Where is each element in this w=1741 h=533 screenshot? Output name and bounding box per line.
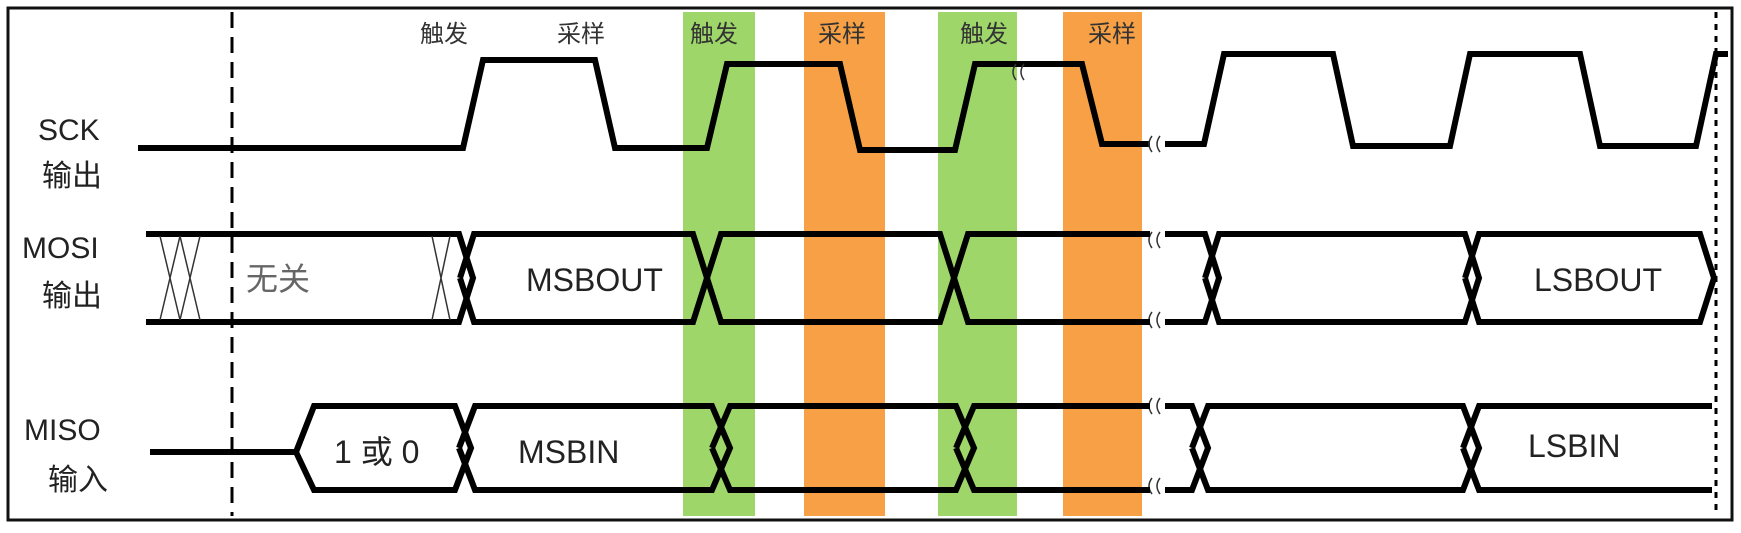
mosi-lsb-label: LSBOUT [1534,262,1662,298]
mosi-dont-care-label: 无关 [246,261,310,297]
edge-label-sample-3: 采样 [1088,21,1136,48]
break-symbols [1012,63,1161,495]
miso-idle-value-label: 1 或 0 [334,434,419,470]
edge-label-sample-1: 采样 [557,21,605,48]
sck-waveform-part-1 [138,57,1150,153]
miso-lsb-label: LSBIN [1528,428,1620,464]
sck-name-label: SCK [38,114,100,147]
edge-label-trigger-1: 触发 [420,21,468,48]
mosi-direction-label: 输出 [42,280,102,313]
edge-label-trigger-3: 触发 [960,21,1008,48]
miso-msb-label: MSBIN [518,434,619,470]
miso-name-label: MISO [24,414,101,447]
mosi-dont-care-hatch [159,235,451,321]
miso-direction-label: 输入 [48,464,108,497]
miso-bus [150,403,1712,493]
mosi-name-label: MOSI [22,232,99,265]
edge-label-sample-2: 采样 [818,21,866,48]
mosi-bus [146,231,1718,325]
sck-direction-label: 输出 [42,160,102,193]
mosi-msb-label: MSBOUT [526,262,663,298]
edge-label-trigger-2: 触发 [690,21,738,48]
sck-waveform-part-2 [1165,51,1728,149]
sample-band-2 [1063,12,1142,516]
